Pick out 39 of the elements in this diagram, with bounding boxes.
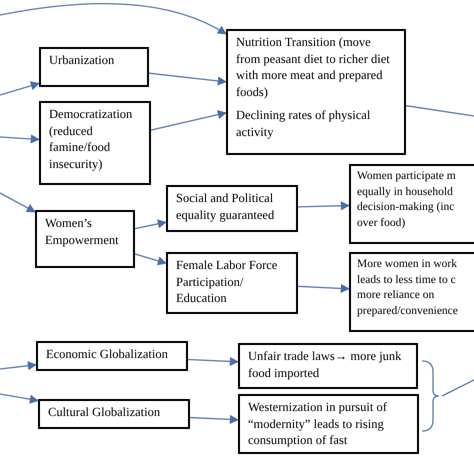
box-text: Urbanization — [49, 52, 116, 68]
box-text: Social and Political equality guaranteed — [176, 190, 276, 223]
arrow — [0, 393, 39, 404]
arrow — [150, 110, 227, 131]
text-box — [166, 252, 298, 314]
arrow — [0, 134, 40, 144]
arrow — [298, 284, 350, 293]
box-text: Female Labor Force Participation/ Education — [176, 257, 278, 306]
arrow — [0, 3, 227, 35]
box-text: Cultural Globalization — [48, 404, 162, 420]
arrow — [148, 72, 227, 86]
arrow — [0, 81, 40, 96]
arrow — [134, 253, 167, 266]
text-box — [166, 185, 298, 232]
text-box — [238, 394, 419, 454]
text-box — [35, 210, 135, 268]
text-box — [349, 252, 474, 332]
arrow — [188, 356, 239, 366]
text-box — [38, 399, 190, 429]
box-text: Women participate m equally in household decision-making (inc over food) — [357, 169, 457, 230]
text-box — [226, 29, 406, 155]
text-box — [39, 47, 149, 87]
box-text: Unfair trade laws→ more junk food imported — [248, 348, 402, 381]
arrow — [298, 201, 350, 210]
arrow — [134, 219, 167, 230]
text-box — [349, 164, 474, 244]
arrow — [0, 361, 37, 370]
box-text: Declining rates of physical activity — [236, 107, 372, 140]
box-text: Women’s Empowerment — [45, 215, 120, 248]
box-text: Westernization in pursuit of “modernity” leads to rising consumption of fast — [248, 399, 388, 448]
box-text: Economic Globalization — [46, 346, 169, 362]
box-text: Nutrition Transition (move from peasant diet to richer diet with more meat and prepared foods) — [236, 34, 391, 100]
text-box — [36, 341, 188, 371]
box-text: Democratization (reduced famine/food insecurity) — [49, 106, 134, 172]
arrow — [0, 192, 36, 213]
box-text: More women in work leads to less time to c more reliance on prepared/convenience — [357, 257, 459, 318]
text-box — [39, 101, 151, 185]
arrow — [190, 414, 239, 424]
text-box — [238, 343, 418, 389]
